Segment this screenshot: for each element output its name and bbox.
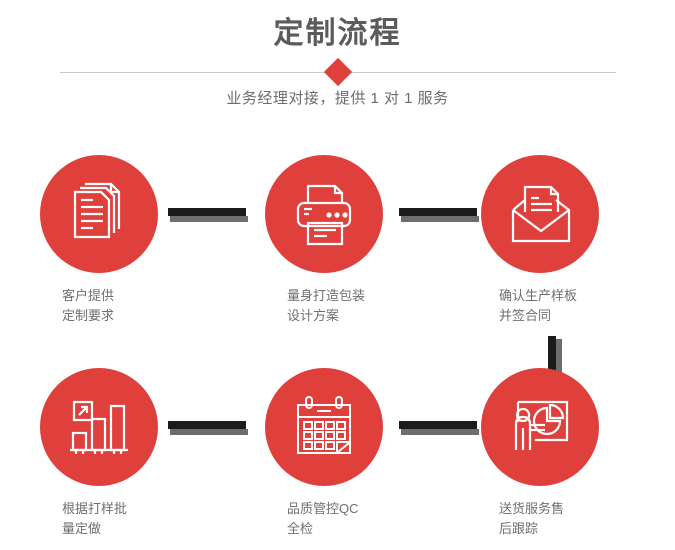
printer-icon	[289, 179, 359, 249]
step-4-label: 根据打样批 量定做	[62, 501, 128, 536]
connector-horizontal-row1-1	[168, 208, 248, 222]
step-5-label: 品质管控QC 全检	[287, 501, 359, 536]
process-flow: 客户提供 定制要求 量身打造包装 设计方案	[0, 140, 675, 550]
connector-vertical-right	[548, 336, 562, 377]
step-1-icon-circle	[40, 155, 158, 273]
step-6-icon-circle	[481, 368, 599, 486]
connector-horizontal-row2-1	[168, 421, 248, 435]
presenter-pie-chart-icon	[505, 392, 575, 462]
divider	[60, 57, 616, 87]
step-1-label: 客户提供 定制要求	[62, 288, 115, 323]
header-section: 定制流程 业务经理对接，提供 1 对 1 服务	[0, 0, 675, 120]
process-step-6[interactable]: 送货服务售 后跟踪	[477, 368, 637, 539]
calendar-icon	[289, 392, 359, 462]
step-6-label: 送货服务售 后跟踪	[499, 501, 565, 536]
step-3-icon-circle	[481, 155, 599, 273]
connector-horizontal-row2-2	[399, 421, 479, 435]
documents-stack-icon	[65, 180, 133, 248]
step-2-label: 量身打造包装 设计方案	[287, 288, 366, 323]
process-step-2[interactable]: 量身打造包装 设计方案	[245, 155, 405, 326]
step-3-label: 确认生产样板 并签合同	[499, 288, 578, 323]
process-step-5[interactable]: 品质管控QC 全检	[245, 368, 405, 539]
bar-chart-growth-icon	[65, 393, 133, 461]
connector-horizontal-row1-2	[399, 208, 479, 222]
process-step-4[interactable]: 根据打样批 量定做	[20, 368, 180, 539]
step-2-icon-circle	[265, 155, 383, 273]
page-subtitle: 业务经理对接，提供 1 对 1 服务	[226, 90, 449, 107]
step-5-icon-circle	[265, 368, 383, 486]
envelope-document-icon	[505, 179, 575, 249]
diamond-icon	[323, 57, 353, 87]
process-step-1[interactable]: 客户提供 定制要求	[20, 155, 180, 326]
step-4-icon-circle	[40, 368, 158, 486]
process-step-3[interactable]: 确认生产样板 并签合同	[477, 155, 637, 326]
page-title: 定制流程	[273, 17, 402, 50]
